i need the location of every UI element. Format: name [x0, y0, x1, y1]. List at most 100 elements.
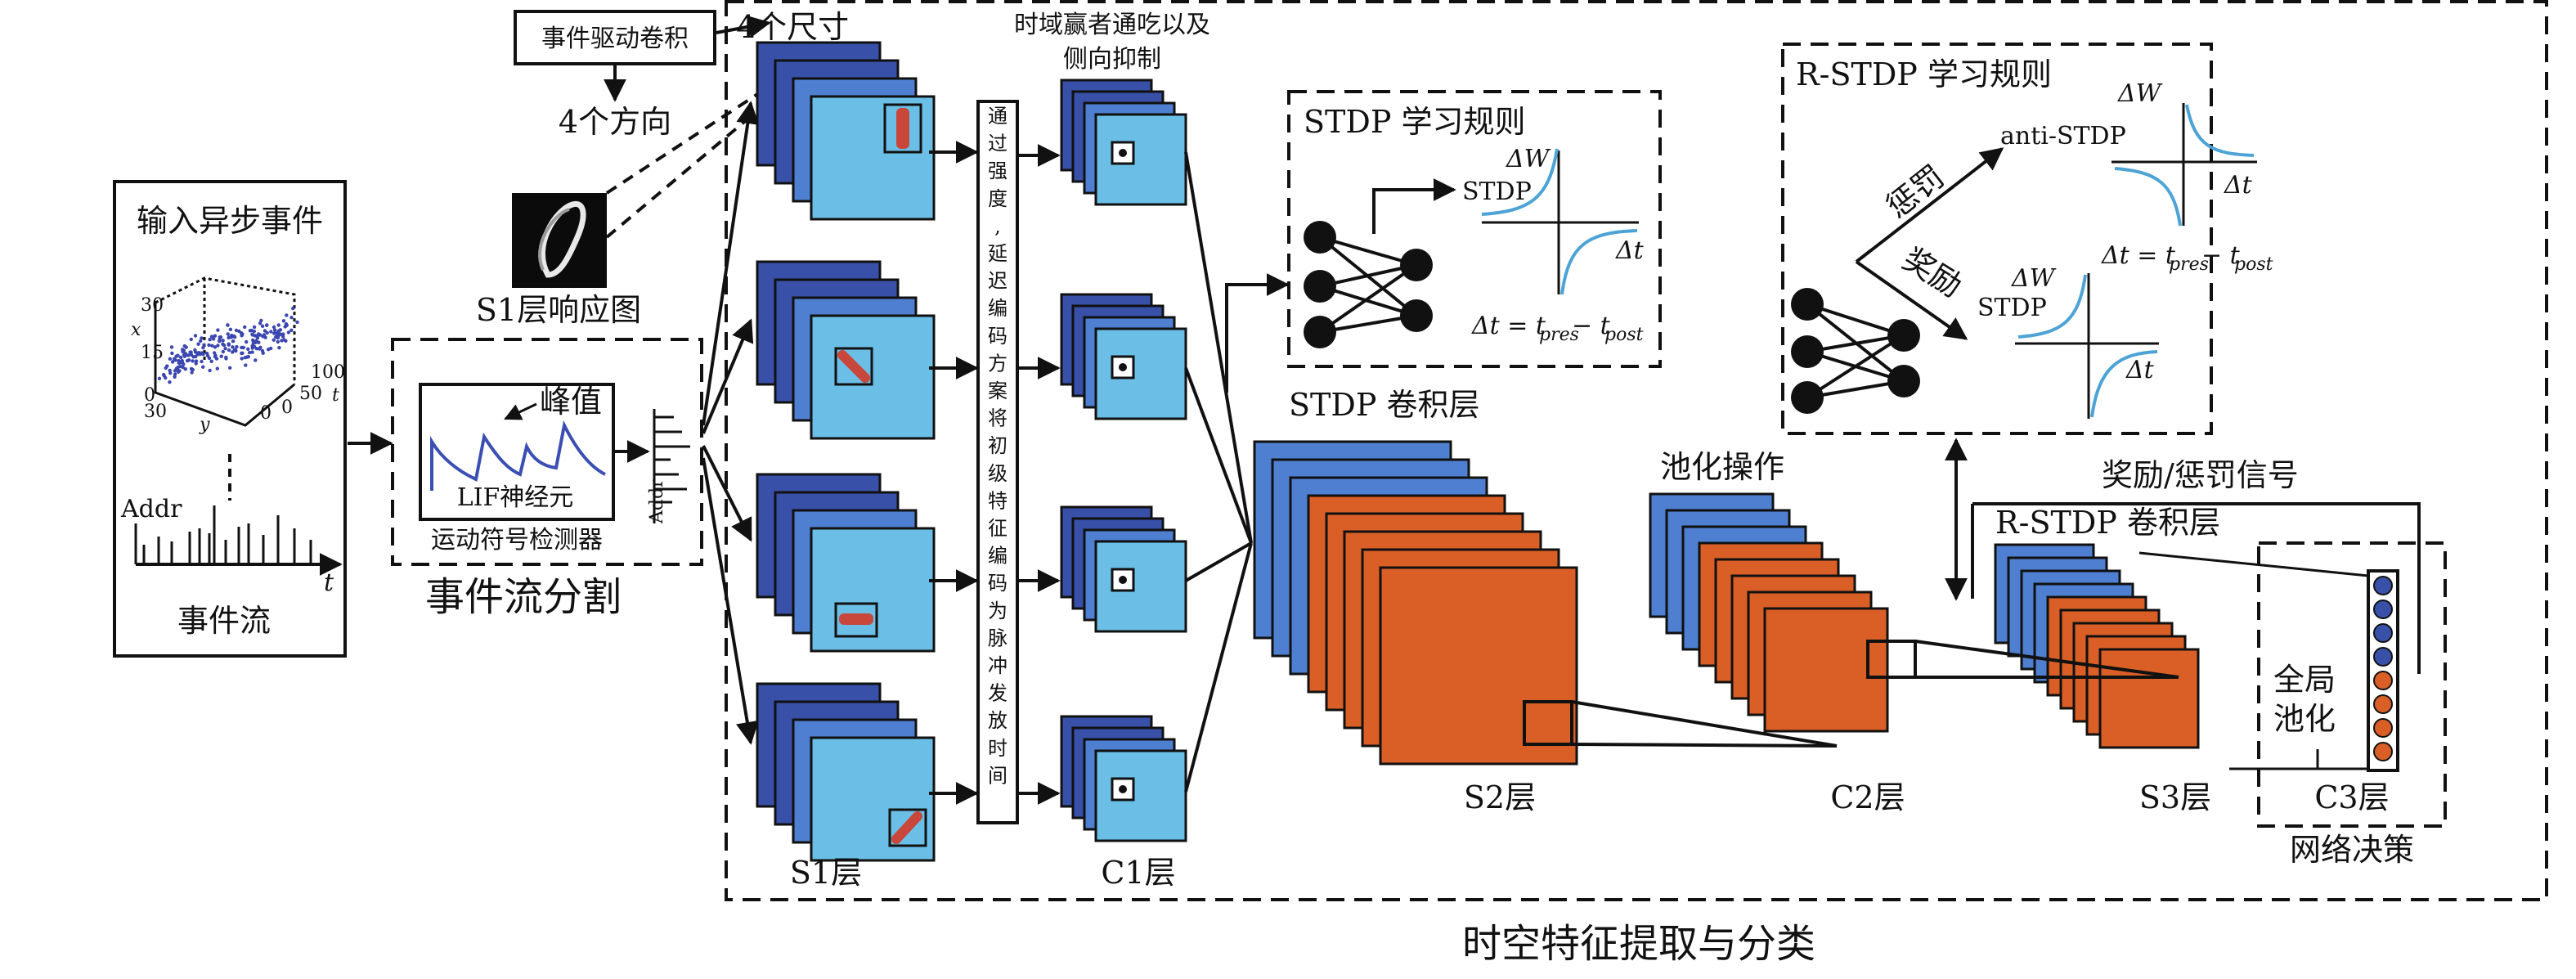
scatter-point [186, 353, 191, 357]
encoding-char: 强 [988, 159, 1008, 182]
scatter-point [258, 321, 263, 326]
anti-curve-pos [2185, 104, 2255, 157]
s1-feature-map [810, 527, 936, 653]
scatter-point [213, 354, 218, 359]
svg-text:pres: pres [2169, 254, 2209, 275]
pre-neuron [1304, 221, 1336, 254]
encoding-char: 迟 [988, 270, 1008, 293]
encoding-column [976, 100, 1019, 824]
encoding-char: 发 [988, 682, 1008, 705]
scatter-point [261, 335, 265, 339]
scatter-point [235, 344, 239, 349]
encoding-char: 为 [988, 600, 1008, 622]
c1-caption: C1层 [1101, 855, 1175, 891]
output-neuron [2373, 742, 2393, 761]
scatter-point [200, 359, 204, 364]
scatter-point [221, 339, 225, 343]
wta-label-2: 侧向抑制 [1063, 45, 1161, 74]
rstdp-formula: Δt = t pres − t post [2101, 241, 2273, 275]
scatter-point [250, 344, 254, 348]
rstdp-rule-title: R-STDP 学习规则 [1796, 56, 2052, 92]
event-conv-label: 事件驱动卷积 [541, 25, 689, 53]
scatter-point [289, 316, 294, 320]
scatter-point [240, 345, 244, 350]
scatter-point [168, 380, 172, 384]
scatter-point [189, 337, 193, 342]
scatter-point [228, 327, 233, 331]
scatter-point [165, 364, 169, 368]
scatter-point [251, 338, 255, 343]
scatter-point [257, 340, 261, 344]
scatter-point [168, 371, 173, 375]
c1-stack [1060, 79, 1187, 206]
axis-y-label: y [199, 415, 210, 435]
scatter-point [258, 347, 262, 351]
scatter-point [191, 359, 195, 363]
scatter-point [286, 330, 291, 335]
s2-caption: S2层 [1464, 779, 1536, 815]
synapse [1319, 285, 1417, 317]
s2-orange-map [1379, 566, 1578, 766]
scatter-point [260, 324, 265, 328]
encoding-char: 特 [988, 489, 1008, 512]
svg-text:Δt = t: Δt = t [1471, 312, 1546, 340]
output-neurons-frame [2367, 569, 2399, 772]
scatter-point [185, 358, 190, 363]
s1-stack [756, 682, 936, 862]
scatter-point [200, 351, 204, 355]
s2-layer-stack [1253, 440, 1578, 766]
scatter-point [276, 329, 280, 333]
scatter-point [211, 337, 216, 341]
scatter-point [224, 357, 228, 361]
c1-feature-map [1094, 540, 1187, 633]
encoding-char: 冲 [988, 654, 1008, 677]
pooled-unit-dot [1119, 149, 1127, 157]
stdp-dt: Δt [1615, 236, 1645, 265]
tick-x-30: 30 [141, 295, 164, 316]
stdp-curve-neg [1560, 229, 1638, 295]
pre-neuron [1304, 270, 1336, 303]
encoding-char: 放 [988, 709, 1008, 732]
scatter-point [255, 336, 260, 340]
scatter-point [263, 329, 267, 333]
tick-t-100: 100 [311, 362, 345, 383]
scatter-point [193, 350, 198, 354]
c1-feature-map [1094, 113, 1187, 206]
stdp-rule-frame [1287, 90, 1662, 368]
output-neuron [2373, 647, 2393, 667]
scatter-point [289, 328, 294, 332]
s1-stack [756, 260, 936, 440]
tick-y-30: 30 [144, 402, 167, 422]
post-neuron [1400, 299, 1433, 332]
s1-feature-map [810, 95, 936, 221]
scatter-point [229, 335, 233, 339]
scatter-point [168, 357, 173, 361]
scatter-point [174, 366, 179, 370]
scatter-point [168, 368, 172, 373]
scatter-point [182, 348, 186, 353]
global-pool-1: 全局 [2273, 662, 2336, 698]
scatter-point [208, 368, 212, 373]
orientation-kernel [837, 350, 870, 383]
s1-to-encoding-arrows [929, 141, 979, 805]
scatter-point [295, 320, 299, 325]
scatter-point [226, 332, 230, 336]
s1-response-glyph [540, 200, 586, 278]
scatter-point [227, 342, 231, 346]
scatter-point [240, 357, 244, 361]
scatter-point [180, 358, 184, 363]
event-conv-box [514, 10, 716, 65]
orientation-kernel [891, 811, 922, 844]
scatter-point [209, 359, 213, 363]
scatter-point [213, 345, 218, 349]
encoding-char: 将 [988, 407, 1008, 430]
pre-neuron [1791, 288, 1824, 321]
s1-caption: S1层 [790, 855, 862, 891]
s1-response-caption: S1层响应图 [476, 292, 641, 328]
detector-label: 运动符号检测器 [431, 526, 603, 555]
scatter-point [231, 339, 236, 344]
anti-stdp-label: anti-STDP [2000, 122, 2126, 150]
scatter-point [221, 349, 225, 354]
s3-orange-map [2098, 648, 2200, 749]
scatter-point [226, 323, 230, 327]
